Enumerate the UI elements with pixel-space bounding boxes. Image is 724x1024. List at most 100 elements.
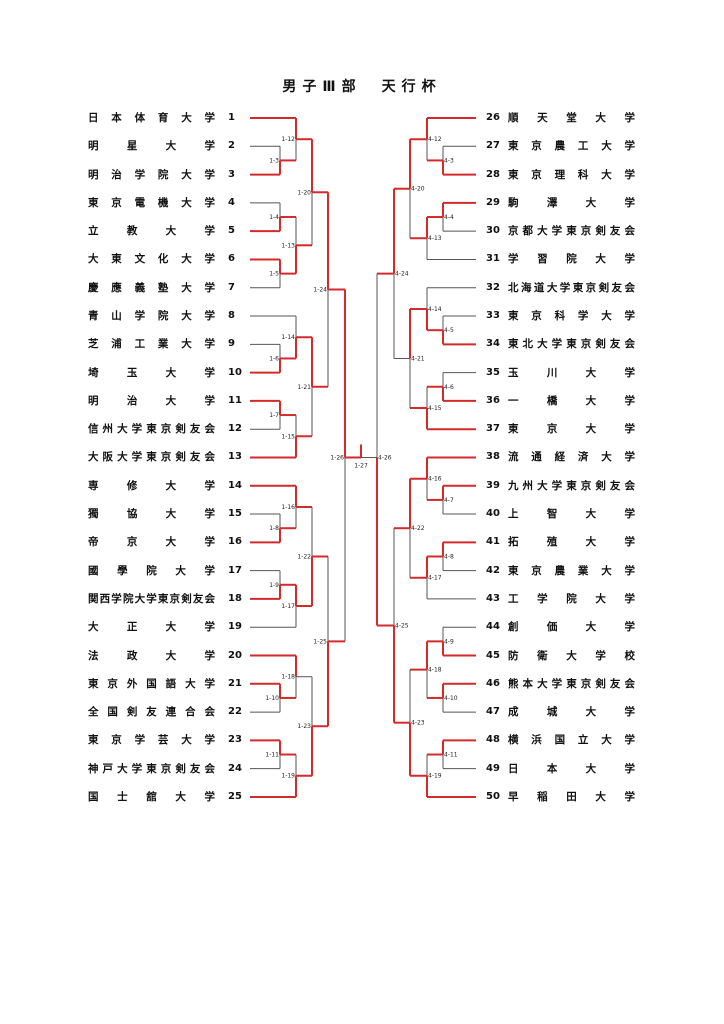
match-label: 4-23 bbox=[411, 720, 425, 727]
team-number: 31 bbox=[486, 253, 500, 265]
team-number: 28 bbox=[486, 168, 500, 180]
match-label: 4-7 bbox=[444, 497, 454, 504]
team-number: 45 bbox=[486, 649, 500, 661]
team-number: 26 bbox=[486, 112, 500, 123]
team-name: 獨協大学 bbox=[88, 508, 215, 521]
team-name: 一橋大学 bbox=[508, 394, 635, 407]
team-name: 法政大学 bbox=[88, 649, 215, 662]
match-label: 4-19 bbox=[428, 773, 442, 780]
team-name: 大東文化大学 bbox=[88, 253, 215, 266]
team-number: 20 bbox=[228, 649, 242, 661]
match-label: 1-19 bbox=[281, 773, 295, 780]
team-name: 東京電機大学 bbox=[88, 196, 215, 209]
match-label: 1-18 bbox=[281, 674, 295, 681]
team-name: 東京大学 bbox=[508, 423, 635, 436]
team-number: 50 bbox=[486, 790, 500, 802]
team-name: 北海道大学東京剣友会 bbox=[508, 281, 635, 294]
team-number: 39 bbox=[486, 479, 500, 491]
team-number: 32 bbox=[486, 281, 500, 293]
team-number: 41 bbox=[486, 536, 500, 548]
team-name: 関西学院大学東京剣友会 bbox=[88, 592, 215, 605]
team-number: 7 bbox=[228, 281, 235, 293]
team-name: 帝京大学 bbox=[88, 536, 215, 549]
team-number: 5 bbox=[228, 225, 235, 237]
team-number: 24 bbox=[228, 762, 242, 774]
team-number: 48 bbox=[486, 734, 500, 746]
team-number: 15 bbox=[228, 508, 242, 520]
match-label: 1-25 bbox=[313, 638, 327, 645]
match-label: 1-8 bbox=[269, 525, 279, 532]
team-name: 駒澤大学 bbox=[508, 196, 635, 209]
team-name: 早稲田大学 bbox=[508, 790, 635, 803]
team-number: 36 bbox=[486, 394, 500, 406]
team-name: 成城大学 bbox=[508, 706, 635, 719]
team-number: 25 bbox=[228, 790, 242, 802]
team-number: 8 bbox=[228, 310, 235, 322]
team-name: 順天堂大学 bbox=[508, 112, 635, 124]
match-label: 1-5 bbox=[269, 271, 279, 278]
match-label: 1-12 bbox=[281, 136, 295, 143]
match-label: 1-9 bbox=[269, 582, 279, 589]
match-label: 1-10 bbox=[265, 695, 279, 702]
team-number: 44 bbox=[486, 621, 500, 633]
team-number: 1 bbox=[228, 112, 235, 123]
match-label: 1-24 bbox=[313, 287, 327, 294]
team-name: 防衛大学校 bbox=[508, 649, 635, 662]
team-number: 46 bbox=[486, 677, 500, 689]
team-name: 工学院大学 bbox=[508, 592, 635, 605]
match-label: 4-26 bbox=[378, 454, 392, 461]
match-label: 4-18 bbox=[428, 667, 442, 674]
team-number: 9 bbox=[228, 338, 235, 350]
team-name: 全国剣友連合会 bbox=[88, 706, 215, 719]
match-label: 4-21 bbox=[411, 355, 425, 362]
team-number: 16 bbox=[228, 536, 242, 548]
team-number: 19 bbox=[228, 621, 242, 633]
team-name: 専修大学 bbox=[88, 479, 215, 492]
team-number: 23 bbox=[228, 734, 242, 746]
match-label: 4-15 bbox=[428, 405, 442, 412]
team-name: 東京学芸大学 bbox=[88, 734, 215, 747]
team-name: 埼玉大学 bbox=[88, 366, 215, 379]
match-label: 4-22 bbox=[411, 525, 425, 532]
match-label: 4-25 bbox=[395, 622, 409, 629]
match-label: 1-26 bbox=[330, 454, 344, 461]
team-name: 立教大学 bbox=[88, 225, 215, 238]
match-label: 4-14 bbox=[428, 306, 442, 313]
match-label: 4-24 bbox=[395, 271, 409, 278]
match-label: 4-10 bbox=[444, 695, 458, 702]
team-number: 33 bbox=[486, 310, 500, 322]
match-label: 4-11 bbox=[444, 752, 458, 759]
team-number: 30 bbox=[486, 225, 500, 237]
match-label: 1-3 bbox=[269, 157, 279, 164]
team-number: 22 bbox=[228, 706, 242, 718]
team-number: 42 bbox=[486, 564, 500, 576]
team-name: 熊本大学東京剣友会 bbox=[508, 677, 635, 690]
team-name: 流通経済大学 bbox=[508, 451, 635, 464]
match-label: 1-22 bbox=[297, 553, 311, 560]
team-number: 47 bbox=[486, 706, 500, 718]
match-label: 1-6 bbox=[269, 355, 279, 362]
match-label: 1-27 bbox=[354, 462, 368, 469]
team-name: 九州大学東京剣友会 bbox=[508, 479, 635, 492]
match-label: 4-8 bbox=[444, 553, 454, 560]
match-label: 1-16 bbox=[281, 504, 295, 511]
match-label: 4-16 bbox=[428, 476, 442, 483]
team-name: 慶應義塾大学 bbox=[88, 281, 215, 294]
team-number: 17 bbox=[228, 564, 242, 576]
team-name: 明治学院大学 bbox=[88, 168, 215, 181]
team-number: 37 bbox=[486, 423, 500, 435]
team-number: 6 bbox=[228, 253, 235, 265]
team-name: 明星大学 bbox=[88, 140, 215, 153]
match-label: 4-4 bbox=[444, 214, 454, 221]
match-label: 4-12 bbox=[428, 136, 442, 143]
team-name: 学習院大学 bbox=[508, 253, 635, 266]
match-label: 1-21 bbox=[297, 384, 311, 391]
match-label: 4-9 bbox=[444, 638, 454, 645]
team-number: 29 bbox=[486, 196, 500, 208]
match-label: 1-13 bbox=[281, 242, 295, 249]
team-name: 信州大学東京剣友会 bbox=[88, 423, 215, 436]
match-label: 4-5 bbox=[444, 327, 454, 334]
team-number: 21 bbox=[228, 677, 242, 689]
